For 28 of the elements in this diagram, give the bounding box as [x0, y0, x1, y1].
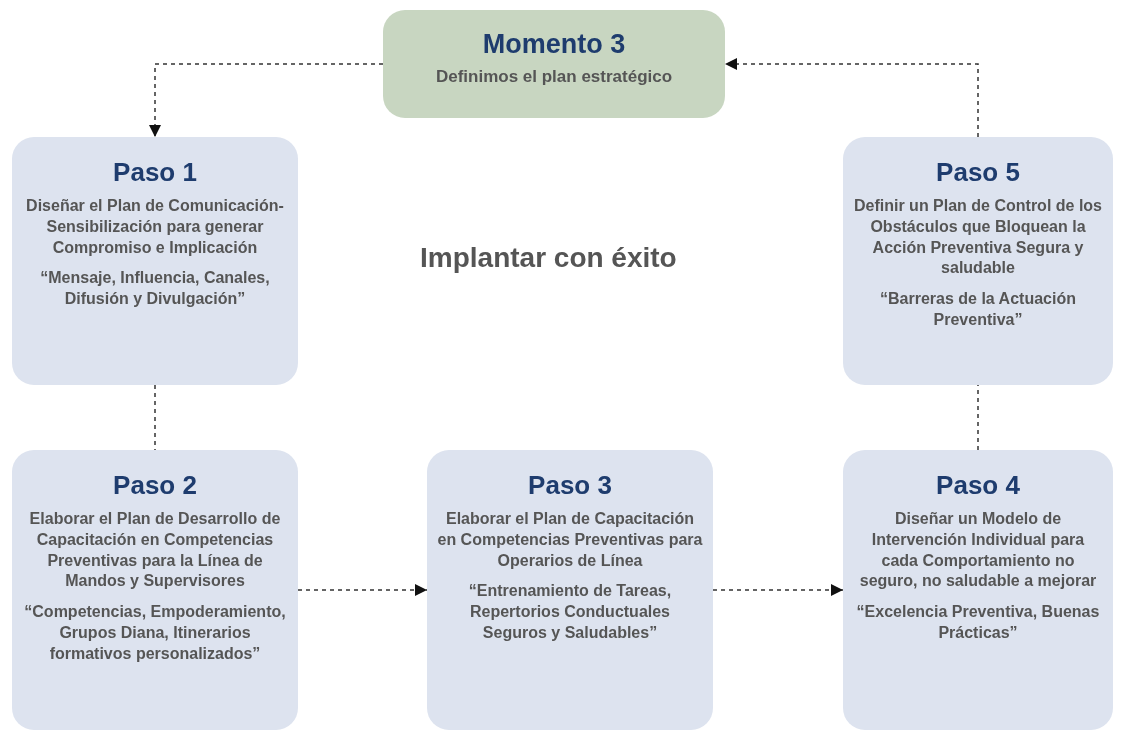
step-text: “Entrenamiento de Tareas, Repertorios Conductuales Seguros y Saludables”	[467, 581, 673, 643]
step-title: Paso 5	[936, 157, 1020, 188]
step-box	[843, 450, 1113, 730]
dashed-arrow	[712, 584, 844, 596]
dashed-arrow	[149, 63, 384, 138]
step-text: Elaborar el Plan de Desarrollo de Capacitación en Competencias Preventivas para la Línea de Mandos y Supervisores	[28, 509, 282, 592]
step-text: “Barreras de la Actuación Preventiva”	[879, 289, 1077, 330]
dashed-arrow	[724, 58, 979, 138]
step-text: Definimos el plan estratégico	[435, 66, 673, 89]
step-text: Elaborar el Plan de Capacitación en Competencias Preventivas para Operarios de Línea	[437, 509, 703, 571]
step-title: Momento 3	[482, 29, 626, 61]
step-box	[843, 137, 1113, 385]
step-text: Diseñar un Modelo de Intervención Individual para cada Comportamiento no seguro, no saludable a mejorar	[858, 509, 1098, 592]
step-text: “Competencias, Empoderamiento, Grupos Diana, Itinerarios formativos personalizados”	[23, 602, 287, 664]
center-label: Implantar con éxito	[420, 242, 677, 274]
step-title: Paso 3	[528, 470, 612, 501]
step-box	[427, 450, 713, 730]
step-text: “Excelencia Preventiva, Buenas Prácticas”	[855, 602, 1101, 643]
step-box	[12, 450, 298, 730]
dashed-arrow	[297, 584, 428, 596]
step-box	[12, 137, 298, 385]
step-text: Definir un Plan de Control de los Obstáculos que Bloquean la Acción Preventiva Segura y saludable	[853, 196, 1103, 279]
step-title: Paso 2	[113, 470, 197, 501]
step-box	[383, 10, 725, 118]
step-text: Diseñar el Plan de Comunicación-Sensibilización para generar Compromiso e Implicación	[25, 196, 285, 258]
step-title: Paso 4	[936, 470, 1020, 501]
step-text: “Mensaje, Influencia, Canales, Difusión y Divulgación”	[39, 268, 271, 310]
step-title: Paso 1	[113, 157, 197, 188]
